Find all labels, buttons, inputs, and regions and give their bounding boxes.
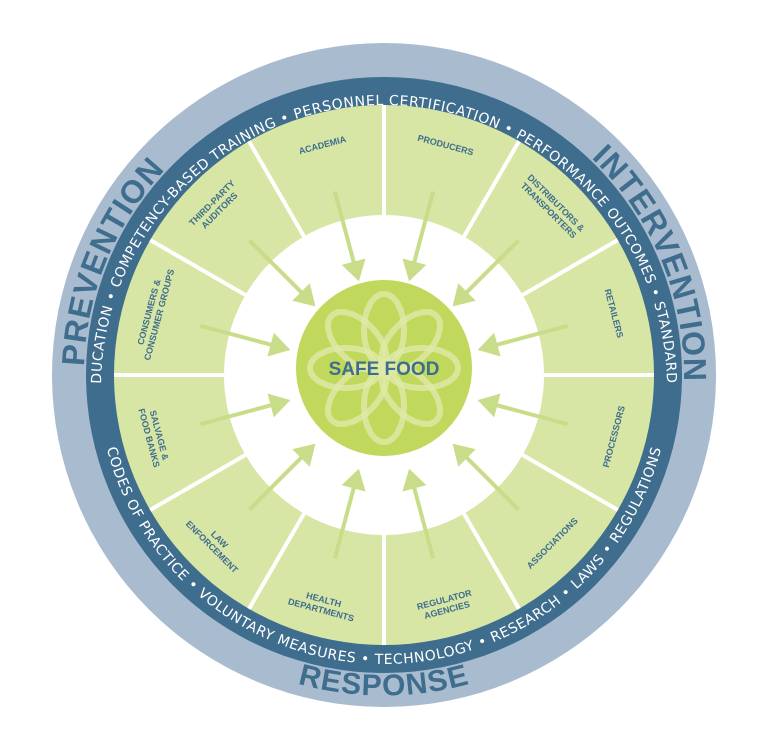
arrow-head [267,332,291,357]
arrow-shaft [199,401,279,427]
sector-divider [517,238,619,300]
arrow-shaft [199,323,279,349]
arrow-shaft [410,190,436,270]
arrow-shaft [248,239,308,299]
sector-divider [459,508,521,610]
leaf-icon [307,291,461,445]
sector-divider [247,508,309,610]
sector-label: REGULATORAGENCIES [416,588,476,622]
arrow-head [292,283,316,307]
sector-divider [459,140,521,242]
arrow-shaft [332,190,358,270]
arrow-head [402,258,427,282]
sector-divider [247,140,309,242]
arrow-head [292,443,316,467]
arrow-head [452,443,476,467]
arrow-shaft [460,239,520,299]
arrow-head [267,393,291,418]
arrow-head [452,283,476,307]
leaf-petal [325,309,390,374]
arrow-head [402,468,427,492]
sector-dividers [114,105,654,645]
arrow-shaft [332,480,358,560]
sector-divider [517,450,619,512]
arrow-shaft [410,480,436,560]
sector-divider [149,450,251,512]
arrow-head [477,393,501,418]
arrow-shaft [460,451,520,511]
center-label: SAFE FOOD [329,359,440,380]
arrow-shaft [248,451,308,511]
arrows [199,190,569,560]
arrow-head [341,258,366,282]
arrow-shaft [489,323,569,349]
arrow-head [477,332,501,357]
arrow-shaft [489,401,569,427]
sector-divider [149,238,251,300]
arrow-head [341,468,366,492]
